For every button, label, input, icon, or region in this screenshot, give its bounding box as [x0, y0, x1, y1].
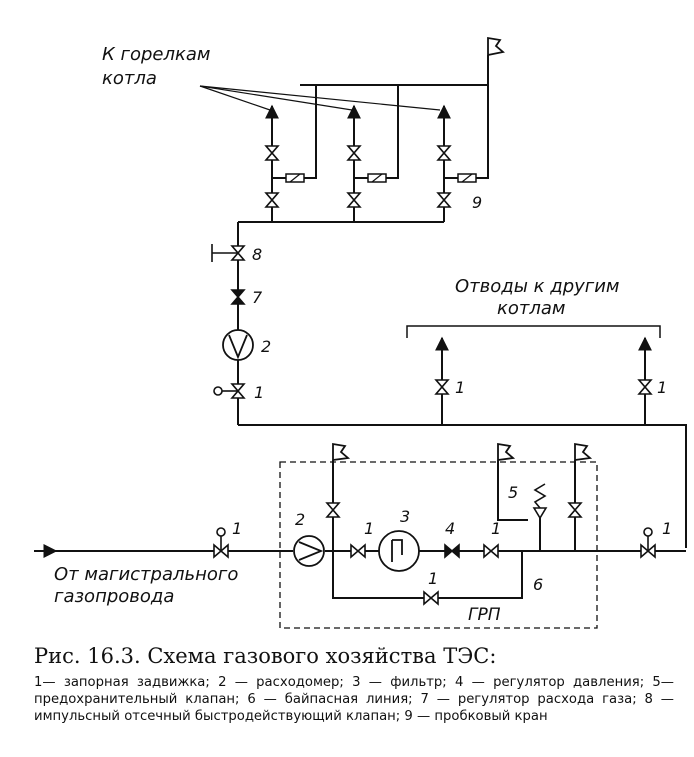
burner-leader-lines [199, 85, 441, 111]
other-boilers-bracket [406, 325, 661, 338]
vent-flag-grp-2 [574, 442, 593, 461]
relief-vent-pipe [497, 460, 528, 521]
number-1-outlet: 1 [662, 519, 672, 538]
horizontal-valves [213, 543, 656, 606]
filter-3-element [391, 539, 403, 562]
number-2-grp: 2 [295, 510, 305, 529]
number-3: 3 [400, 507, 410, 526]
to-burners-label-2: котла [102, 68, 157, 89]
other-boilers-label-2: котлам [497, 298, 565, 319]
plug-cock-9-1-hatch [289, 173, 301, 183]
vent-flag-relief [497, 442, 516, 461]
number-8: 8 [252, 245, 262, 264]
number-6: 6 [533, 575, 543, 594]
valve-burner-3-upper [436, 145, 452, 161]
number-1-other-1: 1 [455, 378, 465, 397]
number-1-before-filter: 1 [364, 519, 374, 538]
number-2-boiler: 2 [261, 337, 271, 356]
actuator-1-inlet-wheel [216, 527, 226, 537]
flow-meters [222, 329, 325, 567]
leader-line-2 [199, 85, 353, 111]
valve-burner-2-upper [346, 145, 362, 161]
pressure-regulator-4 [444, 543, 460, 559]
plug-cock-hatching [289, 173, 473, 183]
actuator-1-boiler-wheel [213, 386, 223, 396]
flow-meter-2-boiler-mark [228, 334, 248, 360]
caption-legend: 1— запорная задвижка; 2 — расходомер; 3 … [34, 675, 674, 724]
flow-regulator-7 [230, 289, 246, 305]
valve-grp-vent-2 [567, 502, 583, 518]
leader-line-3 [199, 85, 441, 111]
to-burners-label-1: К горелкам [102, 44, 210, 65]
number-1-other-2: 1 [657, 378, 667, 397]
actuator-8 [211, 244, 238, 262]
valve-1-outlet [640, 543, 656, 559]
valve-actuators [211, 244, 653, 551]
number-4: 4 [445, 519, 455, 538]
filter-3-body [378, 530, 420, 572]
grp-label: ГРП [468, 605, 501, 625]
actuator-1-outlet-wheel [643, 527, 653, 537]
valve-1-before-filter [350, 543, 366, 559]
relief-valve-5-body [532, 507, 548, 520]
number-5: 5 [508, 483, 518, 502]
vent-flags [332, 36, 593, 461]
burner-arrows [40, 104, 652, 558]
plug-cock-9-3-hatch [461, 173, 473, 183]
number-1-boiler: 1 [254, 383, 264, 402]
from-main-label-2: газопровода [54, 586, 174, 607]
flow-meter-2-grp-mark [298, 541, 324, 561]
vent-flag-top [487, 36, 505, 56]
vertical-valves [230, 145, 653, 518]
other-boilers-label-1: Отводы к другим [455, 276, 620, 297]
grp-boundary [279, 461, 598, 629]
relief-valve-5 [532, 483, 548, 520]
number-7: 7 [252, 288, 263, 307]
valve-grp-vent-1 [325, 502, 341, 518]
valve-1-other-boiler-1 [434, 379, 450, 395]
valve-1-other-boiler-2 [637, 379, 653, 395]
valve-burner-2-lower [346, 192, 362, 208]
filter-3 [378, 530, 420, 572]
caption-title: Рис. 16.3. Схема газового хозяйства ТЭС: [34, 644, 497, 668]
valve-1-after-regulator [483, 543, 499, 559]
relief-valve-5-spring [533, 483, 547, 509]
plug-cock-9-2-hatch [371, 173, 383, 183]
valve-burner-3-lower [436, 192, 452, 208]
cock-line-3 [444, 85, 489, 179]
valve-burner-1-upper [264, 145, 280, 161]
valve-1-inlet [213, 543, 229, 559]
valve-burner-1-lower [264, 192, 280, 208]
leader-line-1 [199, 85, 271, 111]
number-1-bypass: 1 [428, 569, 438, 588]
number-1-inlet: 1 [232, 519, 242, 538]
number-1-after-regulator: 1 [491, 519, 501, 538]
from-main-label-1: От магистрального [54, 564, 238, 585]
header-pipe [238, 424, 687, 548]
figure-caption: Рис. 16.3. Схема газового хозяйства ТЭС:… [34, 644, 674, 725]
number-9: 9 [472, 193, 482, 212]
valve-1-bypass [423, 590, 439, 606]
vent-flag-grp-1 [332, 442, 351, 461]
cock-line-2 [354, 85, 399, 179]
gas-scheme-diagram: К горелкам котла Отводы к другим котлам … [34, 36, 687, 629]
